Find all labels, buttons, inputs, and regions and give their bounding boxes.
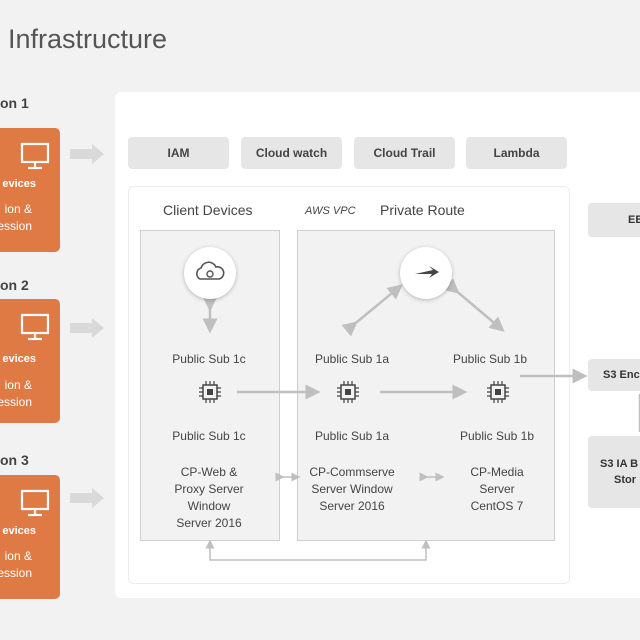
location-3-devices: evices <box>2 525 36 537</box>
client-subnet-top: Public Sub 1c <box>172 352 246 366</box>
location-2-devices: evices <box>2 353 36 365</box>
location-1-devices: evices <box>2 178 36 190</box>
monitor-icon <box>20 142 50 170</box>
eb-box[interactable]: EB <box>588 203 640 237</box>
chip-icon <box>337 381 359 403</box>
chip-icon <box>487 381 509 403</box>
cloud-route-circle <box>400 247 452 299</box>
location-1-label: on 1 <box>0 95 29 111</box>
cloud-route-icon <box>415 266 439 278</box>
commserve-server-label: CP-Commserve Server Window Server 2016 <box>309 465 395 513</box>
vpc-subnet-a-bottom: Public Sub 1a <box>314 429 390 443</box>
location-3-arrow <box>70 488 104 508</box>
client-devices-header: Client Devices <box>163 202 253 218</box>
service-cloud-trail[interactable]: Cloud Trail <box>354 137 455 169</box>
client-subnet-bottom: Public Sub 1c <box>172 429 246 443</box>
vpc-subnet-b-bottom: Public Sub 1b <box>459 429 535 443</box>
media-server-label: CP-Media Server CentOS 7 <box>470 465 524 513</box>
cloud-gear-icon <box>196 261 225 280</box>
location-2-label: on 2 <box>0 277 29 293</box>
service-iam[interactable]: IAM <box>128 137 229 169</box>
page-title: Infrastructure <box>8 24 168 54</box>
s3-enc-box[interactable]: S3 Enc <box>588 359 640 391</box>
location-1-card[interactable]: evices ion & ession <box>0 128 60 252</box>
location-2-desc: ion & ession <box>0 378 32 409</box>
location-3-label: on 3 <box>0 452 29 468</box>
location-1-arrow <box>70 144 104 164</box>
aws-vpc-label: AWS VPC <box>305 205 356 217</box>
service-lambda[interactable]: Lambda <box>466 137 567 169</box>
s3-ia-box[interactable]: S3 IA B Stor <box>588 436 640 508</box>
location-3-card[interactable]: evices ion & ession <box>0 475 60 599</box>
vpc-subnet-b-top: Public Sub 1b <box>452 352 528 366</box>
cloud-gear-circle <box>184 247 236 299</box>
monitor-icon <box>20 489 50 517</box>
location-3-desc: ion & ession <box>0 549 32 580</box>
location-2-card[interactable]: evices ion & ession <box>0 299 60 423</box>
vpc-subnet-a-top: Public Sub 1a <box>314 352 390 366</box>
location-2-arrow <box>70 318 104 338</box>
client-server-label: CP-Web & Proxy Server Window Server 2016 <box>174 465 244 530</box>
chip-icon <box>199 381 221 403</box>
location-1-desc: ion & ession <box>0 202 32 233</box>
monitor-icon <box>20 313 50 341</box>
service-cloud-watch[interactable]: Cloud watch <box>241 137 342 169</box>
private-route-header: Private Route <box>380 202 465 218</box>
